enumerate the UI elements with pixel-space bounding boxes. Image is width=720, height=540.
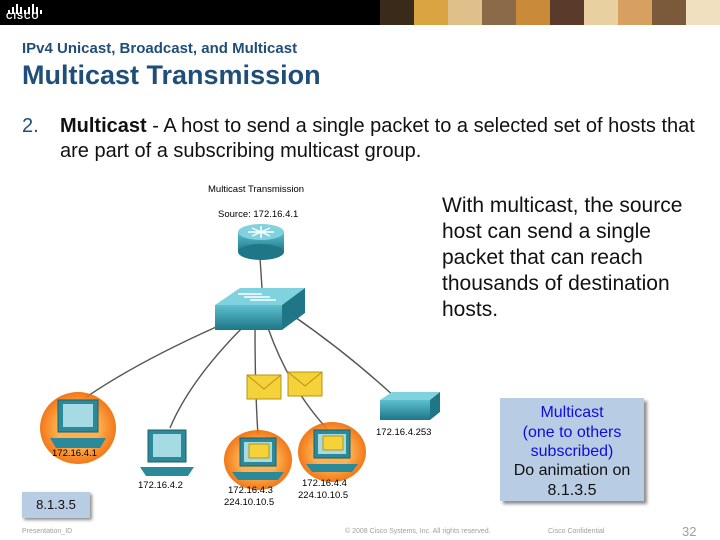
switch-icon xyxy=(215,288,305,330)
header-photo-4 xyxy=(482,0,516,25)
bullet-text: Multicast - A host to send a single pack… xyxy=(60,114,710,164)
note-line-1: Multicast xyxy=(540,404,604,421)
section-tag-label: 8.1.3.5 xyxy=(36,497,76,512)
side-explanation: With multicast, the source host can send… xyxy=(442,194,683,321)
note-heading: Multicast (one to others subscribed) xyxy=(500,403,644,462)
note-line-2: (one to others xyxy=(522,423,622,441)
cisco-logo xyxy=(6,3,46,22)
page-number: 32 xyxy=(682,524,697,539)
note-animation-hint: Do animation on 8.1.3.5 xyxy=(500,461,644,500)
footer-copyright: © 2008 Cisco Systems, Inc. All rights re… xyxy=(345,528,491,535)
note-line-5: 8.1.3.5 xyxy=(547,481,597,499)
slide-subtitle: IPv4 Unicast, Broadcast, and Multicast xyxy=(22,40,298,57)
section-tag xyxy=(22,492,90,518)
printer-icon xyxy=(380,392,440,420)
cisco-wordmark: CISCO xyxy=(6,11,40,21)
cisco-bars-icon xyxy=(8,4,42,14)
host4-group-label: 224.10.10.5 xyxy=(298,490,348,501)
host-pc-icon-4 xyxy=(298,422,366,482)
multicast-packet-icon-1 xyxy=(246,374,282,400)
header-photo-strip xyxy=(380,0,720,25)
header-photo-1 xyxy=(380,0,414,25)
network-links xyxy=(84,257,399,436)
host-pc-icon-3 xyxy=(224,430,292,490)
printer-ip-label: 172.16.4.253 xyxy=(376,427,431,438)
header-photo-6 xyxy=(550,0,584,25)
bullet-term: Multicast xyxy=(60,115,147,137)
diagram-title: Multicast Transmission xyxy=(208,184,304,195)
slide-title: Multicast Transmission xyxy=(22,60,321,90)
host-pc-icon-2 xyxy=(140,429,194,476)
header-photo-10 xyxy=(686,0,720,25)
note-callout xyxy=(500,398,644,501)
host-pc-icon-1 xyxy=(40,392,116,464)
host3-group-label: 224.10.10.5 xyxy=(224,497,274,508)
multicast-diagram: Multicast Transmission Source: 172.16.4.… xyxy=(40,184,440,508)
bullet-number: 2. xyxy=(22,115,39,137)
host1-ip-label: 172.16.4.1 xyxy=(52,448,97,459)
header-photo-7 xyxy=(584,0,618,25)
host3-ip-label: 172.16.4.3 xyxy=(228,485,273,496)
router-icon xyxy=(238,224,284,260)
host4-ip-label: 172.16.4.4 xyxy=(302,478,347,489)
header-photo-2 xyxy=(414,0,448,25)
multicast-packet-icon-2 xyxy=(287,371,323,397)
header-photo-8 xyxy=(618,0,652,25)
note-line-3: subscribed) xyxy=(530,443,614,460)
footer-presentation-id: Presentation_ID xyxy=(22,528,73,535)
bullet-definition: - A host to send a single packet to a se… xyxy=(60,115,695,162)
host2-ip-label: 172.16.4.2 xyxy=(138,480,183,491)
diagram-source-label: Source: 172.16.4.1 xyxy=(218,209,298,220)
note-line-4: Do animation on xyxy=(513,462,631,479)
header-photo-3 xyxy=(448,0,482,25)
header-photo-9 xyxy=(652,0,686,25)
header-photo-5 xyxy=(516,0,550,25)
footer-confidential: Cisco Confidential xyxy=(548,528,605,535)
